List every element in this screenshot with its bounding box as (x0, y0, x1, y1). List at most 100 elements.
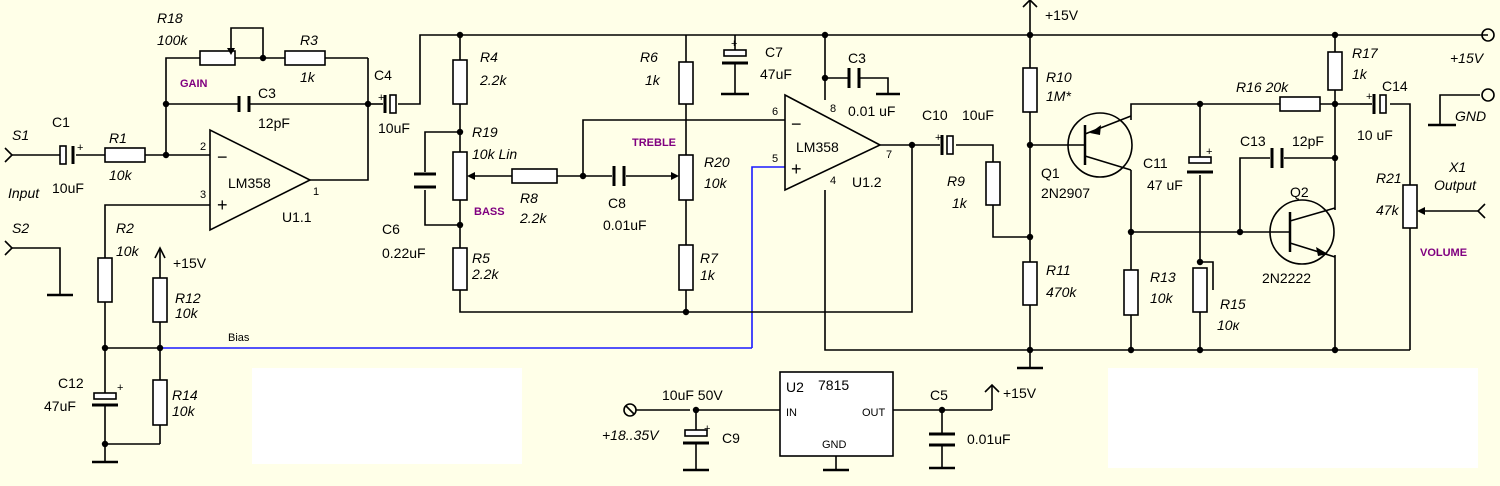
resistor-r14 (152, 379, 168, 426)
svg-text:−: − (791, 114, 802, 134)
label-s1: S1 (12, 127, 29, 143)
resistor-r17 (1327, 51, 1343, 91)
label-c11: C11 (1143, 155, 1168, 171)
label-r15-value: 10к (1217, 317, 1241, 333)
label-c3b-value: 0.01 uF (848, 103, 895, 119)
opamp-u1-1 (209, 128, 312, 232)
label-q1-value: 2N2907 (1041, 185, 1090, 201)
label-bias: Bias (228, 332, 250, 344)
label-r7-value: 1k (700, 267, 716, 283)
svg-text:+: + (1206, 146, 1212, 158)
label-u2-value: 7815 (818, 377, 849, 393)
label-r11: R11 (1046, 262, 1071, 278)
label-vcc-reg: +15V (1003, 385, 1037, 401)
regulator-u2 (779, 371, 894, 457)
resistor-r16 (1279, 96, 1321, 112)
label-vcc-top: +15V (1045, 7, 1079, 23)
label-u1-1-ref: U1.1 (282, 209, 312, 225)
label-c5: C5 (930, 387, 948, 403)
svg-text:+: + (77, 142, 83, 154)
label-c1-value: 10uF (52, 180, 84, 196)
label-u1-2: LM358 (796, 139, 839, 155)
label-r3: R3 (300, 32, 318, 48)
label-r1: R1 (109, 130, 127, 146)
label-c6-value: 0.22uF (382, 245, 426, 261)
svg-text:+: + (1366, 91, 1372, 103)
label-c13: C13 (1240, 133, 1266, 149)
capacitor-c1 (59, 145, 67, 165)
label-c14-value: 10 uF (1357, 127, 1393, 143)
svg-text:+: + (217, 195, 228, 215)
label-c3b: C3 (848, 50, 866, 66)
label-input: Input (8, 185, 40, 201)
svg-text:OUT: OUT (862, 407, 886, 419)
label-c9: C9 (722, 430, 740, 446)
label-c10: C10 (922, 107, 948, 123)
label-c7-value: 47uF (760, 66, 792, 82)
label-volume: VOLUME (1420, 247, 1467, 259)
svg-text:+: + (117, 382, 123, 394)
svg-text:6: 6 (772, 106, 778, 118)
svg-text:+: + (378, 92, 384, 104)
label-c3: C3 (258, 85, 276, 101)
label-r5: R5 (472, 250, 490, 266)
label-q1: Q1 (1041, 165, 1060, 181)
label-c12-value: 47uF (44, 398, 76, 414)
svg-text:+: + (731, 38, 737, 50)
label-r9: R9 (947, 173, 965, 189)
label-r4: R4 (480, 49, 498, 65)
label-r2: R2 (116, 220, 134, 236)
label-s2: S2 (12, 220, 29, 236)
op-amps (209, 93, 882, 232)
potentiometers (199, 48, 1425, 313)
svg-text:7: 7 (886, 149, 892, 161)
terminal-vin (623, 403, 637, 417)
label-c13-value: 12pF (1292, 133, 1324, 149)
blank-panel-right (1108, 368, 1478, 468)
resistor-r12 (152, 277, 168, 323)
label-r8: R8 (520, 190, 538, 206)
label-c8: C8 (608, 195, 626, 211)
svg-text:+: + (791, 159, 802, 179)
label-r20: R20 (704, 154, 730, 170)
label-r17: R17 (1352, 45, 1379, 61)
potentiometer-r21 (1402, 184, 1418, 229)
label-c6: C6 (382, 221, 400, 237)
svg-text:2: 2 (200, 141, 206, 153)
wires (4, 0, 1488, 472)
label-r14-value: 10k (172, 403, 196, 419)
label-r15: R15 (1220, 296, 1246, 312)
label-output: Output (1434, 177, 1477, 193)
label-c14: C14 (1382, 78, 1408, 94)
potentiometer-r18 (199, 50, 236, 66)
label-r13-value: 10k (1150, 290, 1174, 306)
transistors (1067, 112, 1336, 265)
svg-text:GND: GND (822, 439, 847, 451)
label-c1: C1 (52, 114, 70, 130)
label-treble: TREBLE (632, 137, 676, 149)
label-r11-value: 470k (1046, 284, 1077, 300)
label-x1: X1 (1448, 159, 1466, 175)
label-r1-value: 10k (109, 167, 133, 183)
capacitors (59, 49, 1387, 447)
terminal-gnd (1481, 88, 1495, 102)
label-r6-value: 1k (645, 72, 661, 88)
label-r17-value: 1k (1352, 66, 1368, 82)
label-u2: U2 (786, 379, 804, 395)
label-c10-value: 10uF (962, 107, 994, 123)
opamp-u1-2 (784, 93, 882, 192)
svg-text:+: + (704, 423, 710, 435)
label-r3-value: 1k (300, 69, 316, 85)
label-q2-value: 2N2222 (1262, 270, 1311, 286)
label-r6: R6 (640, 49, 658, 65)
label-r13: R13 (1150, 269, 1176, 285)
potentiometer-r15 (1192, 267, 1208, 313)
label-r4-value: 2.2k (479, 72, 507, 88)
label-gnd-out: GND (1455, 108, 1486, 124)
resistor-r10 (1022, 67, 1038, 113)
label-c4: C4 (374, 67, 392, 83)
svg-text:+: + (935, 132, 941, 144)
label-c8-value: 0.01uF (603, 217, 647, 233)
svg-text:4: 4 (830, 175, 836, 187)
